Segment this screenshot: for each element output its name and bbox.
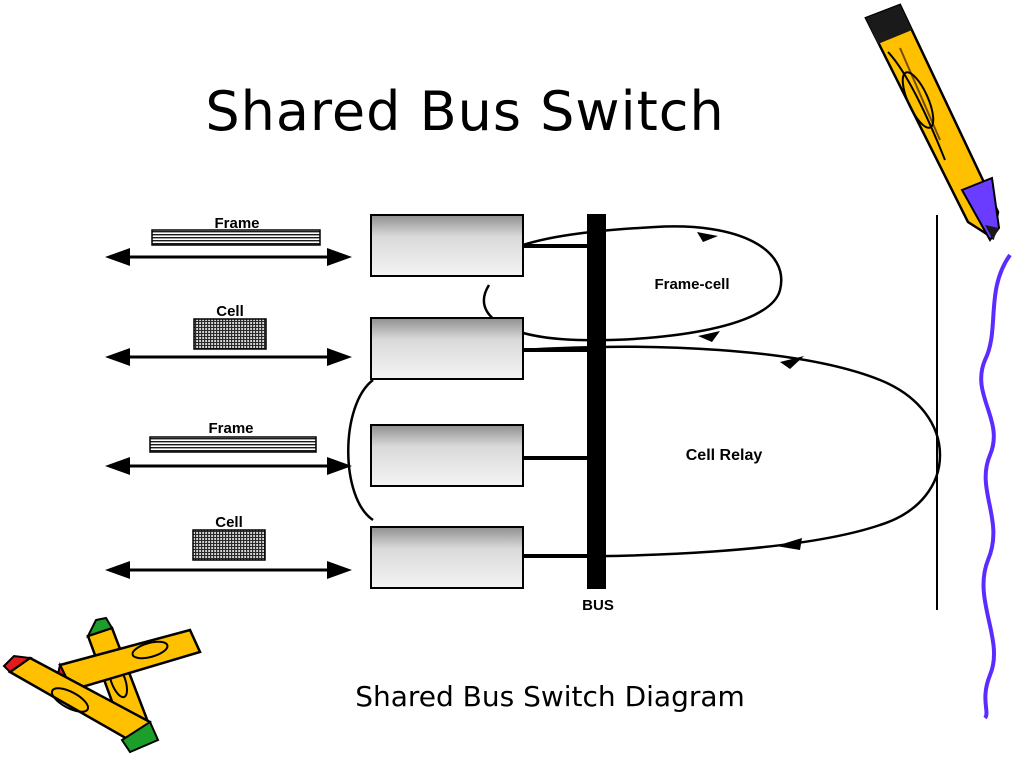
slide-title: Shared Bus Switch	[205, 80, 725, 143]
diagram-caption: Shared Bus Switch Diagram	[355, 680, 745, 713]
port-row-cell-1: Cell	[105, 303, 352, 366]
port-interface-box	[370, 526, 524, 589]
cell-label: Cell	[215, 514, 243, 531]
decorative-wave-border	[979, 253, 1012, 720]
frame-cell-loop	[482, 225, 783, 342]
frame-packet	[151, 229, 321, 246]
frame-cell-label: Frame-cell	[654, 276, 729, 293]
port-interface-box	[370, 424, 524, 487]
loop-arrowhead	[776, 538, 802, 550]
cell-relay-loop	[522, 345, 942, 558]
crayons-icon	[2, 616, 202, 754]
bidirectional-arrow	[105, 457, 352, 475]
port-row-frame-2: Frame	[105, 420, 352, 475]
port-row-frame-1: Frame	[105, 215, 352, 266]
bidirectional-arrow	[105, 561, 352, 579]
loop-arrowhead	[780, 356, 804, 369]
bus-label: BUS	[582, 597, 614, 614]
port-interface-box	[370, 317, 524, 380]
cell-relay-left-arc	[347, 379, 374, 522]
port-interface-box	[370, 214, 524, 277]
frame-label: Frame	[208, 420, 253, 437]
bidirectional-arrow	[105, 348, 352, 366]
frame-packet	[149, 436, 317, 453]
frame-label: Frame	[214, 215, 259, 232]
pencil-icon	[864, 3, 1001, 242]
shared-bus	[587, 214, 606, 589]
port-row-cell-2: Cell	[105, 514, 352, 579]
bidirectional-arrow	[105, 248, 352, 266]
loop-arrowhead	[698, 331, 720, 342]
cell-packet	[192, 529, 266, 561]
cell-label: Cell	[216, 303, 244, 320]
loop-arrowhead	[697, 232, 718, 242]
cell-packet	[193, 318, 267, 350]
cell-relay-label: Cell Relay	[686, 447, 763, 464]
